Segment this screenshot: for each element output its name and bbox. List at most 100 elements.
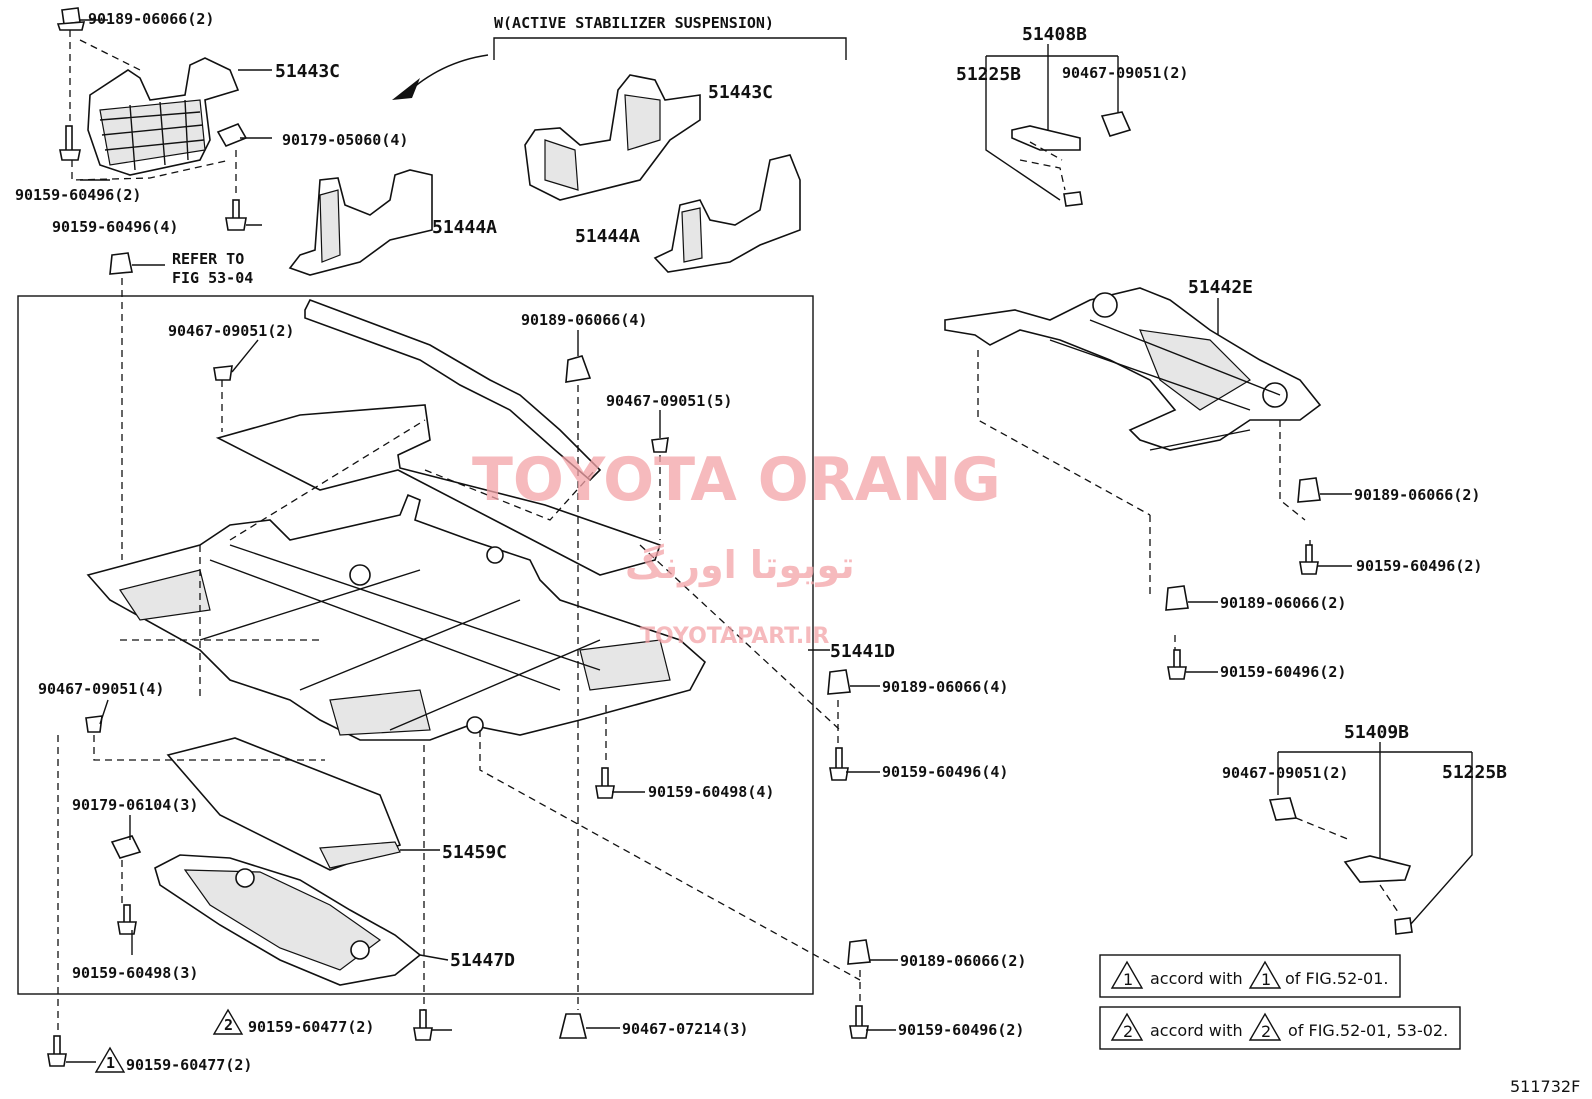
callout-c8[interactable]: FIG 53-04	[172, 269, 253, 287]
callout-c10[interactable]: 51444A	[575, 226, 640, 247]
undercover-51441d[interactable]	[86, 493, 707, 741]
callout-c11[interactable]: 51408B	[1022, 24, 1087, 45]
callout-c23[interactable]: 90189-06066(4)	[882, 678, 1008, 696]
callout-c16[interactable]: 90189-06066(4)	[521, 311, 647, 329]
note-box-2: 2 accord with 2 of FIG.52-01, 53-02.	[1099, 1006, 1461, 1050]
callout-c3[interactable]: 90179-05060(4)	[282, 131, 408, 149]
bolt-90159-60477-b[interactable]	[47, 1035, 67, 1067]
clip-90467-51409b[interactable]	[1268, 797, 1298, 821]
main-assembly-box	[17, 295, 814, 995]
clip-90189-r1[interactable]	[1297, 477, 1321, 503]
callout-c34[interactable]: 90467-07214(3)	[622, 1020, 748, 1038]
callout-c6[interactable]: 51444A	[432, 217, 497, 238]
mark-triangle-1	[94, 1046, 126, 1073]
undercover-51442e[interactable]	[944, 287, 1322, 451]
nut-90179-06104[interactable]	[110, 835, 142, 859]
callout-c1[interactable]: 90189-06066(2)	[88, 10, 214, 28]
svg-text:accord with: accord with	[1150, 969, 1243, 988]
callout-c29[interactable]: 51447D	[450, 950, 515, 971]
bolt-90159-r1[interactable]	[1299, 544, 1319, 575]
callout-c9[interactable]: 51443C	[708, 82, 773, 103]
callout-c38[interactable]: 51225B	[1442, 762, 1507, 783]
callout-c33[interactable]: 90159-60477(2)	[248, 1018, 374, 1036]
bolt-90159-right-main[interactable]	[829, 747, 849, 781]
clip-90189-lower-right[interactable]	[847, 939, 871, 965]
clip-90467-09051-right[interactable]	[651, 437, 669, 453]
callout-c12[interactable]: 51225B	[956, 64, 1021, 85]
callout-c20[interactable]: 90189-06066(2)	[1220, 594, 1346, 612]
clip-refer[interactable]	[109, 252, 133, 275]
callout-c17[interactable]: 90467-09051(5)	[606, 392, 732, 410]
callout-c21[interactable]: 90159-60496(2)	[1220, 663, 1346, 681]
callout-c30[interactable]: 90159-60498(3)	[72, 964, 198, 982]
note-box-1: 1 accord with 1 of FIG.52-01.	[1099, 954, 1401, 998]
callout-c5[interactable]: 90159-60496(4)	[52, 218, 178, 236]
variant-arrow-shaft	[404, 54, 489, 96]
mark-triangle-2	[212, 1008, 244, 1035]
clip-90189-top[interactable]	[56, 7, 86, 31]
callout-c2[interactable]: 51443C	[275, 61, 340, 82]
clip-90467-09051-left[interactable]	[85, 715, 103, 733]
variant-arrow-head	[392, 78, 420, 100]
bolt-90159-60498-centre[interactable]	[595, 767, 615, 799]
svg-text:1: 1	[1261, 970, 1271, 989]
callout-c18[interactable]: 90189-06066(2)	[1354, 486, 1480, 504]
callout-c26[interactable]: 90159-60498(4)	[648, 783, 774, 801]
svg-text:1: 1	[1123, 970, 1133, 989]
svg-text:of FIG.52-01.: of FIG.52-01.	[1285, 969, 1389, 988]
bolt-90159-lower-right[interactable]	[849, 1005, 869, 1039]
callout-c31[interactable]: 90189-06066(2)	[900, 952, 1026, 970]
callout-c32[interactable]: 90159-60496(2)	[898, 1021, 1024, 1039]
svg-text:of FIG.52-01, 53-02.: of FIG.52-01, 53-02.	[1288, 1021, 1448, 1040]
watermark-line3: TOYOTAPART.IR	[640, 624, 829, 649]
svg-text:accord with: accord with	[1150, 1021, 1243, 1040]
bolt-90159-r2[interactable]	[1167, 649, 1187, 680]
callout-c15[interactable]: 90467-09051(2)	[168, 322, 294, 340]
bracket-51444a-variant[interactable]	[653, 154, 801, 273]
clip-90467-09051-upper[interactable]	[213, 365, 233, 381]
callout-c27[interactable]: 90179-06104(3)	[72, 796, 198, 814]
clip-51225b-top[interactable]	[1063, 191, 1083, 207]
bolt-90159-60477-a[interactable]	[413, 1009, 433, 1041]
clip-90189-upper[interactable]	[565, 355, 592, 383]
bolt-90159-centre[interactable]	[225, 199, 247, 231]
callout-c25[interactable]: 90467-09051(4)	[38, 680, 164, 698]
callout-c4[interactable]: 90159-60496(2)	[15, 186, 141, 204]
clip-90189-right-main[interactable]	[827, 669, 851, 695]
stay-bar[interactable]	[304, 298, 602, 482]
callout-c24[interactable]: 90159-60496(4)	[882, 763, 1008, 781]
bracket-51408b[interactable]	[1011, 125, 1081, 151]
variant-note: W(ACTIVE STABILIZER SUSPENSION)	[494, 14, 774, 32]
bracket-51409b[interactable]	[1343, 855, 1412, 883]
callout-c22[interactable]: 51441D	[830, 641, 895, 662]
bolt-90159-left[interactable]	[59, 125, 81, 161]
clip-90467-07214[interactable]	[558, 1013, 588, 1039]
callout-c37[interactable]: 90467-09051(2)	[1222, 764, 1348, 782]
mark-triangle-1-label: 1	[106, 1054, 115, 1072]
callout-c19[interactable]: 90159-60496(2)	[1356, 557, 1482, 575]
nut-90179-05060[interactable]	[216, 122, 248, 148]
bolt-90159-60498-left[interactable]	[117, 904, 137, 935]
clip-51225b-bottom[interactable]	[1394, 917, 1413, 935]
svg-text:2: 2	[1261, 1022, 1271, 1041]
figure-code: 511732F	[1510, 1077, 1580, 1096]
bracket-51443c-left[interactable]	[87, 57, 240, 176]
svg-text:2: 2	[1123, 1022, 1133, 1041]
watermark-line2: تویوتا اورنگ	[625, 543, 855, 588]
mark-triangle-2-label: 2	[224, 1016, 233, 1034]
clip-90467-51408b[interactable]	[1100, 111, 1132, 137]
callout-c28[interactable]: 51459C	[442, 842, 507, 863]
callout-c7[interactable]: REFER TO	[172, 250, 244, 268]
bracket-51443c-variant[interactable]	[524, 74, 701, 201]
callout-c14[interactable]: 51442E	[1188, 277, 1253, 298]
callout-c35[interactable]: 90159-60477(2)	[126, 1056, 252, 1074]
heat-shield-upper[interactable]	[215, 404, 662, 576]
watermark-line1: TOYOTA ORANG	[472, 445, 1001, 515]
callout-c13[interactable]: 90467-09051(2)	[1062, 64, 1188, 82]
cover-51459c[interactable]	[166, 737, 402, 871]
bracket-51444a-left[interactable]	[288, 169, 433, 276]
clip-90189-r2[interactable]	[1165, 585, 1189, 611]
callout-c36[interactable]: 51409B	[1344, 722, 1409, 743]
